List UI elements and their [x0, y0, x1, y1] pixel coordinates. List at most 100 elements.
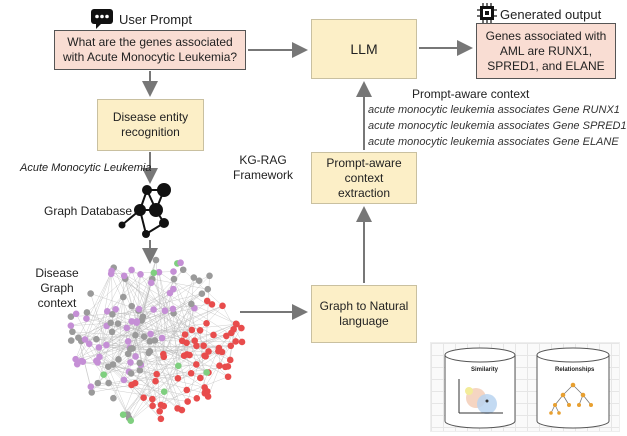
- network-node: [204, 298, 211, 305]
- network-node: [179, 407, 186, 414]
- network-node: [210, 332, 217, 339]
- network-node: [238, 325, 245, 332]
- network-node: [193, 361, 200, 368]
- network-node: [188, 370, 195, 377]
- network-node: [232, 338, 239, 345]
- network-node: [149, 396, 156, 403]
- disease-entity-recognition-box: Disease entity recognition: [97, 99, 204, 151]
- network-node: [152, 378, 159, 385]
- network-node: [162, 307, 169, 314]
- network-node: [87, 290, 94, 297]
- context-line: acute monocytic leukemia associates Gene…: [368, 120, 627, 132]
- network-edge: [76, 309, 173, 359]
- network-node: [225, 363, 232, 370]
- relationships-label: Relationships: [555, 367, 594, 373]
- network-node: [88, 389, 95, 396]
- graph-to-natural-language-box: Graph to Natural language: [311, 285, 417, 343]
- network-node: [145, 350, 152, 357]
- network-node: [115, 320, 122, 327]
- network-node: [127, 359, 134, 366]
- network-node: [141, 333, 148, 340]
- network-node: [110, 395, 117, 402]
- network-node: [88, 383, 95, 390]
- network-node: [136, 360, 143, 367]
- network-node: [105, 380, 112, 387]
- network-node: [197, 327, 204, 334]
- network-node: [132, 353, 139, 360]
- generated-output-box: Genes associated with AML are RUNX1, SPR…: [476, 23, 616, 79]
- context-extraction-box: Prompt-aware context extraction: [311, 152, 417, 204]
- network-node: [78, 358, 85, 365]
- network-node: [205, 393, 212, 400]
- network-node: [179, 338, 186, 345]
- context-line: acute monocytic leukemia associates Gene…: [368, 104, 620, 116]
- network-node: [125, 338, 132, 345]
- network-node: [182, 331, 189, 338]
- network-node: [188, 301, 195, 308]
- network-node: [171, 276, 178, 283]
- network-node: [180, 266, 187, 273]
- network-node: [167, 290, 174, 297]
- network-node: [147, 331, 154, 338]
- network-node: [132, 332, 139, 339]
- network-node: [128, 370, 135, 377]
- network-node: [184, 398, 191, 405]
- network-node: [72, 356, 79, 363]
- network-node: [109, 311, 116, 318]
- network-node: [137, 271, 144, 278]
- network-node: [128, 318, 135, 325]
- network-node: [109, 329, 116, 336]
- network-node: [177, 259, 184, 266]
- network-node: [136, 306, 143, 313]
- prompt-aware-context-title: Prompt-aware context: [412, 87, 529, 101]
- network-node: [216, 362, 223, 369]
- network-node: [129, 345, 136, 352]
- network-node: [140, 313, 147, 320]
- network-node: [96, 344, 103, 351]
- network-node: [96, 354, 103, 361]
- network-node: [175, 375, 182, 382]
- network-node: [149, 403, 156, 410]
- network-node: [115, 356, 122, 363]
- network-node: [227, 357, 234, 364]
- kg-rag-framework-label: KG-RAG Framework: [232, 153, 294, 183]
- network-node: [140, 394, 147, 401]
- network-node: [184, 387, 191, 394]
- network-node: [105, 363, 112, 370]
- network-node: [160, 403, 167, 410]
- disease-graph-network: [60, 252, 250, 432]
- network-node: [201, 352, 208, 359]
- network-node: [68, 322, 75, 329]
- network-node: [227, 343, 234, 350]
- network-node: [121, 377, 128, 384]
- network-node: [201, 384, 208, 391]
- network-node: [160, 351, 167, 358]
- network-node: [161, 388, 168, 395]
- network-node: [68, 337, 75, 344]
- network-node: [175, 362, 182, 369]
- network-node: [215, 348, 222, 355]
- network-node: [156, 408, 163, 415]
- network-node: [170, 268, 177, 275]
- network-node: [132, 380, 139, 387]
- network-node: [123, 325, 130, 332]
- network-node: [103, 342, 110, 349]
- network-node: [200, 342, 207, 349]
- network-node: [151, 269, 158, 276]
- network-node: [191, 337, 198, 344]
- graph-database-label: Graph Database: [44, 204, 132, 218]
- network-node: [125, 350, 132, 357]
- network-node: [93, 336, 100, 343]
- network-node: [127, 417, 134, 424]
- network-node: [100, 371, 107, 378]
- user-prompt-box: What are the genes associated with Acute…: [54, 30, 246, 70]
- network-node: [107, 320, 114, 327]
- network-node: [128, 303, 135, 310]
- network-node: [184, 351, 191, 358]
- network-node: [203, 369, 210, 376]
- network-node: [225, 373, 232, 380]
- network-node: [150, 306, 157, 313]
- network-node: [204, 286, 211, 293]
- network-node: [69, 328, 76, 335]
